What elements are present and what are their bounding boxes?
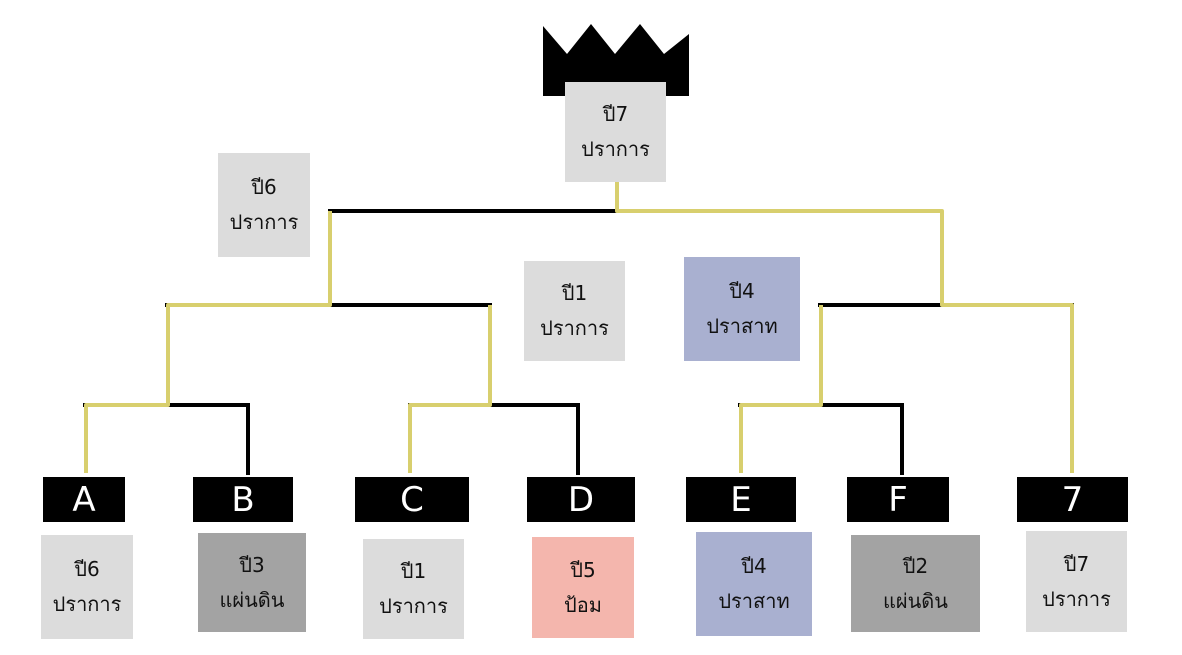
winner-path-a	[84, 211, 332, 473]
team-e-year: ปี4	[741, 554, 767, 578]
team-a-item: ปราการ	[52, 592, 122, 616]
champion-year: ปี7	[602, 102, 629, 126]
team-label-7: 7	[1017, 477, 1128, 522]
semifinal-left-year: ปี6	[251, 175, 277, 199]
team-c-year: ปี1	[400, 559, 427, 583]
quarter-left-item: ปราการ	[540, 316, 609, 340]
team-d-year: ปี5	[570, 557, 596, 582]
champion-item: ปราการ	[581, 137, 650, 161]
team-label-d: D	[527, 477, 635, 522]
team-d-item: ป้อม	[564, 592, 602, 617]
team-label-a: A	[43, 477, 125, 522]
winner-path-e	[739, 305, 823, 473]
quarter-left-year: ปี1	[561, 281, 588, 305]
semifinal-left-card: ปี6 ปราการ	[218, 153, 310, 257]
team-7-item: ปราการ	[1042, 586, 1111, 611]
winner-path-7	[615, 180, 1074, 473]
team-f-year: ปี2	[902, 553, 929, 578]
semifinal-left-item: ปราการ	[229, 210, 299, 234]
team-card-a: ปี6 ปราการ	[41, 535, 133, 639]
team-a-year: ปี6	[74, 557, 100, 581]
team-f-item: แผ่นดิน	[883, 588, 948, 613]
team-label-b: B	[193, 477, 293, 522]
bracket-line-ef	[738, 403, 904, 475]
team-card-c: ปี1 ปราการ	[363, 539, 464, 639]
team-b-year: ปี3	[239, 552, 265, 577]
champion-card: ปี7 ปราการ	[565, 82, 666, 182]
winner-path-c	[408, 305, 492, 473]
team-card-f: ปี2 แผ่นดิน	[851, 535, 980, 632]
team-c-item: ปราการ	[379, 594, 448, 618]
bracket-line-cd	[408, 403, 580, 475]
team-e-item: ปราสาท	[718, 589, 790, 613]
quarter-right-card: ปี4 ปราสาท	[684, 257, 800, 361]
team-card-b: ปี3 แผ่นดิน	[198, 533, 306, 632]
quarter-right-year: ปี4	[729, 279, 755, 303]
team-7-year: ปี7	[1063, 551, 1090, 576]
quarter-right-item: ปราสาท	[706, 314, 778, 338]
team-card-e: ปี4 ปราสาท	[696, 532, 812, 636]
quarter-left-card: ปี1 ปราการ	[524, 261, 625, 361]
team-label-c: C	[355, 477, 469, 522]
bracket-line-ab	[83, 403, 250, 475]
team-b-item: แผ่นดิน	[219, 587, 285, 612]
team-label-e: E	[686, 477, 796, 522]
crown-icon	[543, 24, 689, 96]
team-label-f: F	[847, 477, 949, 522]
team-card-7: ปี7 ปราการ	[1026, 531, 1127, 632]
team-card-d: ปี5 ป้อม	[532, 537, 634, 638]
